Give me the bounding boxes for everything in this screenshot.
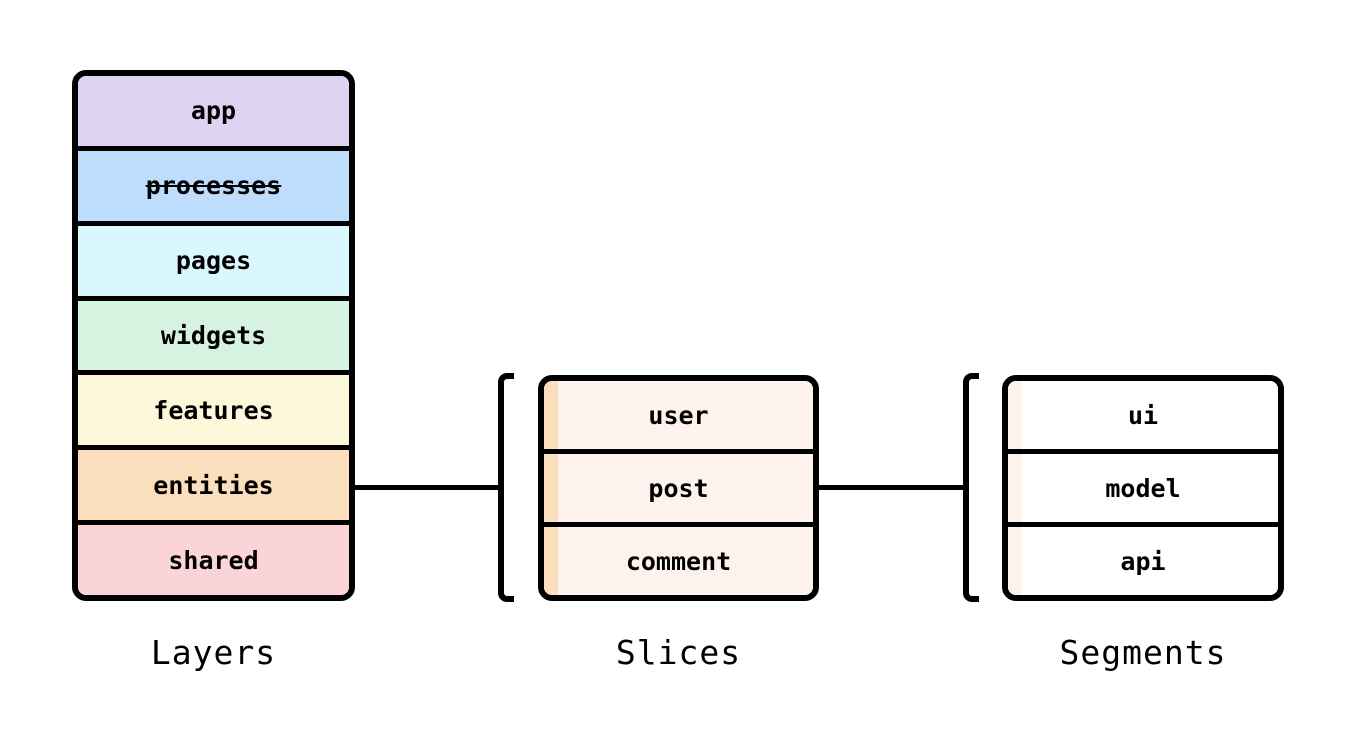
segment-accent-stripe <box>1008 381 1022 449</box>
layer-label-features: features <box>153 395 274 425</box>
layer-label-entities: entities <box>153 470 274 500</box>
layer-label-shared: shared <box>168 545 259 575</box>
segments-stack: ui model api <box>1002 375 1284 601</box>
slice-row-comment[interactable]: comment <box>544 527 813 595</box>
slice-label-user: user <box>648 400 709 430</box>
segment-label-api: api <box>1120 546 1166 576</box>
slice-label-comment: comment <box>625 546 732 576</box>
layer-row-entities[interactable]: entities <box>78 450 349 526</box>
slice-accent-stripe <box>544 381 558 449</box>
segment-row-ui[interactable]: ui <box>1008 381 1278 454</box>
slice-accent-stripe <box>544 527 558 595</box>
layer-row-processes[interactable]: processes <box>78 150 349 226</box>
connector-slices-to-segments <box>817 485 968 490</box>
layer-row-app[interactable]: app <box>78 76 349 151</box>
layer-row-widgets[interactable]: widgets <box>78 300 349 376</box>
segment-label-ui: ui <box>1127 400 1159 430</box>
bracket-slices-icon <box>498 373 514 602</box>
layers-stack: app processes pages widgets features ent… <box>72 70 355 601</box>
slice-label-post: post <box>648 473 709 503</box>
layer-label-pages: pages <box>175 246 252 276</box>
layer-row-features[interactable]: features <box>78 375 349 451</box>
slice-accent-stripe <box>544 454 558 522</box>
slices-stack: user post comment <box>538 375 819 601</box>
layer-row-shared[interactable]: shared <box>78 525 349 595</box>
caption-segments: Segments <box>1059 633 1227 672</box>
caption-slices: Slices <box>615 633 742 672</box>
layer-label-processes: processes <box>145 171 282 201</box>
segment-accent-stripe <box>1008 527 1022 595</box>
segment-row-model[interactable]: model <box>1008 454 1278 527</box>
slice-row-post[interactable]: post <box>544 454 813 527</box>
layer-row-pages[interactable]: pages <box>78 225 349 301</box>
layer-label-app: app <box>190 96 237 126</box>
bracket-segments-icon <box>963 373 979 602</box>
slice-row-user[interactable]: user <box>544 381 813 454</box>
caption-layers: Layers <box>150 633 277 672</box>
connector-layers-to-slices <box>353 485 503 490</box>
segment-row-api[interactable]: api <box>1008 527 1278 595</box>
segment-label-model: model <box>1105 473 1181 503</box>
layer-label-widgets: widgets <box>160 321 267 350</box>
segment-accent-stripe <box>1008 454 1022 522</box>
